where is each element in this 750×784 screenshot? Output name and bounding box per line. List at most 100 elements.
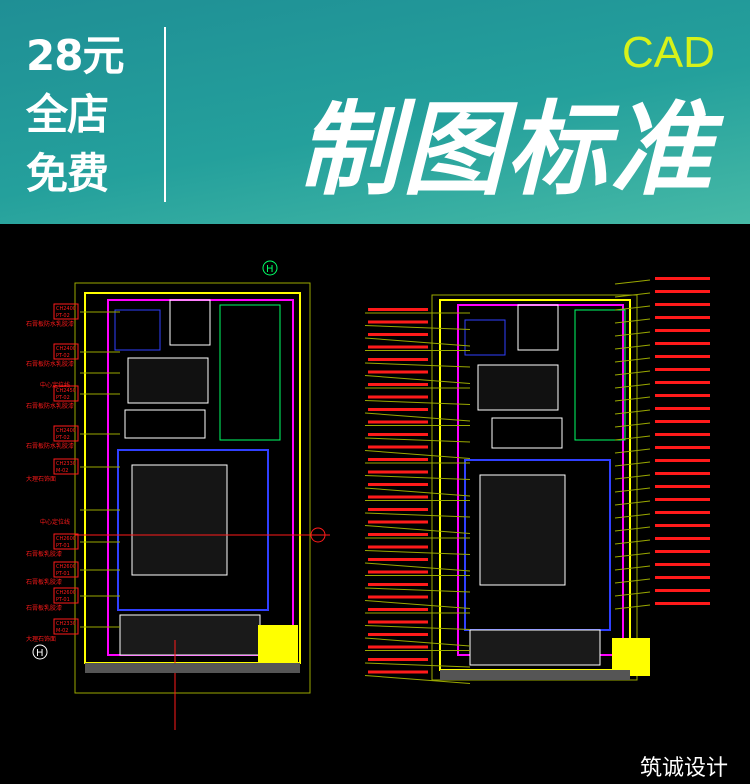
axis-mark-bottom: H bbox=[36, 648, 44, 659]
leader-line bbox=[614, 513, 651, 519]
annotation-mark bbox=[368, 420, 428, 424]
leader-line bbox=[364, 525, 471, 534]
label-description: 石膏板乳胶漆 bbox=[26, 604, 62, 612]
leader-line bbox=[364, 662, 471, 668]
left-window-seat bbox=[119, 614, 261, 656]
left-annotation-labels: CH2400PT-02石膏板防水乳胶漆CH2400PT-02石膏板防水乳胶漆中心… bbox=[26, 303, 120, 643]
annotation-mark bbox=[368, 533, 428, 536]
annotation-mark bbox=[368, 408, 428, 411]
leader-line bbox=[364, 475, 471, 480]
annotation-mark bbox=[655, 472, 710, 475]
leader-line bbox=[614, 344, 651, 350]
annotation-mark bbox=[655, 381, 710, 384]
promo-store: 全店 bbox=[26, 90, 109, 139]
leader-line bbox=[364, 550, 471, 555]
annotation-mark bbox=[368, 658, 428, 661]
label-code: M-02 bbox=[56, 468, 68, 474]
label-code: CH2400 bbox=[56, 306, 76, 312]
annotation-mark bbox=[368, 333, 428, 336]
leader-line bbox=[364, 375, 471, 384]
annotation-mark bbox=[655, 329, 710, 332]
left-closet bbox=[219, 304, 281, 441]
watermark: 筑诚设计 bbox=[636, 748, 733, 784]
label-tag-box bbox=[53, 533, 79, 550]
annotation-mark bbox=[368, 483, 428, 486]
leader-line bbox=[364, 450, 471, 459]
label-tag-box bbox=[53, 385, 79, 402]
right-shower2 bbox=[517, 304, 559, 351]
label-code: PT-01 bbox=[56, 597, 70, 603]
leader-line bbox=[614, 474, 651, 480]
label-tag-box bbox=[53, 458, 79, 475]
annotation-mark bbox=[655, 524, 710, 527]
leader-line bbox=[614, 305, 651, 311]
leader-line bbox=[614, 461, 651, 467]
annotation-mark bbox=[368, 595, 428, 599]
leader-line bbox=[614, 370, 651, 376]
leader-line bbox=[614, 487, 651, 493]
annotation-mark bbox=[655, 368, 710, 371]
label-code: CH2600 bbox=[56, 536, 76, 542]
left-bedroom bbox=[117, 449, 269, 611]
leader-line bbox=[614, 331, 651, 337]
leader-line bbox=[364, 562, 471, 572]
annotation-mark bbox=[655, 290, 710, 293]
label-code: PT-01 bbox=[56, 543, 70, 549]
annotation-mark bbox=[655, 498, 710, 501]
label-code: CH2330 bbox=[56, 461, 76, 467]
annotation-mark bbox=[655, 576, 710, 579]
page-title: 制图标准 bbox=[298, 91, 714, 210]
left-yellow-column bbox=[258, 625, 298, 665]
annotation-mark bbox=[655, 485, 710, 488]
annotation-mark bbox=[368, 383, 428, 386]
leader-line bbox=[364, 600, 471, 609]
annotation-mark bbox=[655, 433, 710, 436]
annotation-mark bbox=[368, 445, 428, 449]
label-code: CH2400 bbox=[56, 346, 76, 352]
leader-line bbox=[364, 512, 471, 518]
label-code: PT-02 bbox=[56, 395, 70, 401]
annotation-mark bbox=[655, 355, 710, 358]
right-yellow-column bbox=[612, 638, 650, 676]
label-tag-box bbox=[53, 561, 79, 578]
annotation-mark bbox=[368, 633, 428, 636]
label-tag-box bbox=[53, 618, 79, 635]
left-vanity bbox=[127, 357, 209, 404]
leader-line bbox=[364, 625, 471, 630]
label-code: PT-02 bbox=[56, 313, 70, 319]
annotation-mark bbox=[368, 508, 428, 511]
axis-bubble-top bbox=[262, 260, 278, 276]
left-bathtub bbox=[124, 409, 206, 439]
label-description: 大理石饰面 bbox=[26, 475, 56, 483]
label-tag-box bbox=[53, 425, 79, 442]
right-vanity bbox=[477, 364, 559, 411]
leader-line bbox=[364, 400, 471, 405]
annotation-mark bbox=[368, 608, 428, 611]
label-code: PT-02 bbox=[56, 435, 70, 441]
right-window-seat bbox=[469, 629, 601, 666]
label-code: PT-02 bbox=[56, 353, 70, 359]
annotation-mark bbox=[655, 563, 710, 566]
annotation-mark bbox=[655, 537, 710, 540]
annotation-mark bbox=[655, 602, 710, 605]
annotation-mark bbox=[368, 645, 428, 649]
leader-line bbox=[614, 279, 651, 285]
label-code: CH2400 bbox=[56, 428, 76, 434]
leader-line bbox=[614, 357, 651, 363]
axis-mark-top: H bbox=[266, 264, 274, 275]
left-shower bbox=[114, 309, 161, 351]
annotation-mark bbox=[368, 308, 428, 311]
left-floor-slab bbox=[85, 663, 300, 673]
leader-line bbox=[364, 437, 471, 443]
annotation-mark bbox=[655, 459, 710, 462]
label-description: 石膏板乳胶漆 bbox=[26, 578, 62, 586]
leader-line bbox=[364, 675, 471, 684]
label-description: 石膏板乳胶漆 bbox=[26, 550, 62, 558]
right-leader-lines bbox=[364, 277, 710, 684]
left-outer-frame bbox=[74, 282, 311, 694]
label-description: 中心定位线 bbox=[40, 518, 70, 526]
label-description: 中心定位线 bbox=[40, 381, 70, 389]
annotation-mark bbox=[368, 545, 428, 549]
axis-bubble-bottom bbox=[32, 644, 48, 660]
